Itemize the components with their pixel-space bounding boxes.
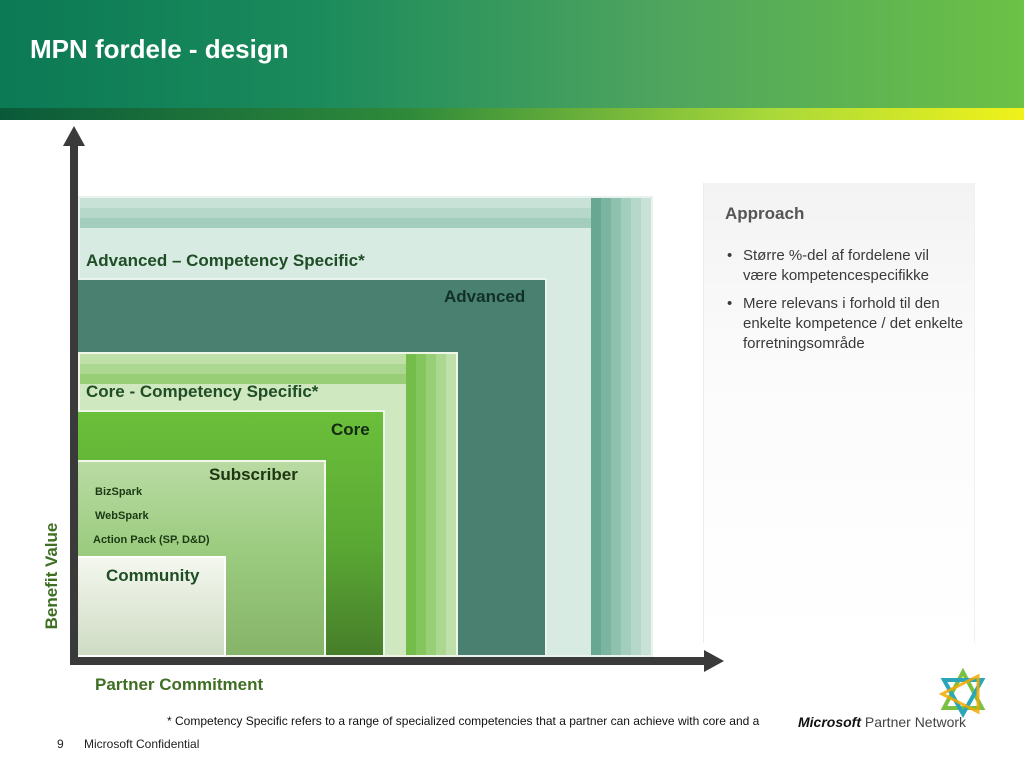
header-stripe bbox=[0, 108, 1024, 120]
bullet-dot-icon: • bbox=[727, 247, 733, 264]
approach-title: Approach bbox=[725, 204, 805, 223]
approach-bullets: • Større %-del af fordelene vil være komp… bbox=[725, 246, 965, 362]
core-competency-label: Core - Competency Specific* bbox=[86, 382, 319, 401]
bullet-item: • Større %-del af fordelene vil være komp… bbox=[725, 246, 965, 286]
x-axis-arrowhead bbox=[704, 650, 724, 672]
x-axis bbox=[70, 657, 710, 665]
y-axis-label: Benefit Value bbox=[42, 522, 61, 630]
community-box bbox=[78, 556, 226, 657]
y-axis-arrowhead bbox=[63, 126, 85, 146]
x-axis-label: Partner Commitment bbox=[95, 675, 264, 694]
page-number: 9 bbox=[57, 737, 64, 751]
bullet-dot-icon: • bbox=[727, 295, 733, 312]
approach-panel bbox=[703, 183, 975, 643]
program-item: Action Pack (SP, D&D) bbox=[93, 534, 210, 546]
confidential-label: Microsoft Confidential bbox=[84, 737, 200, 751]
bullet-text: Mere relevans i forhold til den enkelte … bbox=[743, 295, 964, 352]
program-item: WebSpark bbox=[95, 510, 149, 522]
community-label: Community bbox=[106, 566, 200, 585]
slide-title: MPN fordele - design bbox=[30, 34, 289, 64]
advanced-competency-label: Advanced – Competency Specific* bbox=[86, 251, 365, 270]
y-axis bbox=[70, 140, 78, 665]
advanced-label: Advanced bbox=[444, 287, 526, 306]
bullet-text: Større %-del af fordelene vil være kompe… bbox=[743, 247, 929, 284]
logo-microsoft-text: Microsoft bbox=[798, 714, 861, 730]
footnote: * Competency Specific refers to a range … bbox=[167, 714, 760, 728]
header-band bbox=[0, 0, 1024, 108]
core-label: Core bbox=[331, 420, 370, 439]
bullet-item: • Mere relevans i forhold til den enkelte… bbox=[725, 294, 965, 354]
microsoft-partner-network-logo: Microsoft Partner Network bbox=[796, 714, 969, 730]
logo-partner-network-text: Partner Network bbox=[864, 714, 967, 730]
program-item: BizSpark bbox=[95, 486, 143, 498]
subscriber-label: Subscriber bbox=[209, 465, 298, 484]
mpn-star-icon bbox=[938, 668, 986, 718]
